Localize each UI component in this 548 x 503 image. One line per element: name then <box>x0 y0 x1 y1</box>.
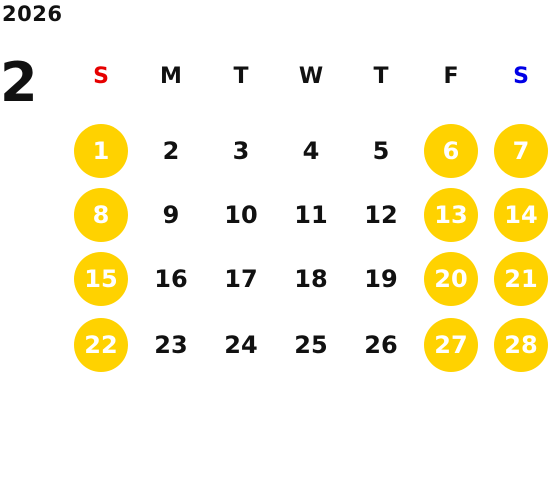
day-cell[interactable]: 24 <box>224 331 258 359</box>
day-cell[interactable]: 19 <box>364 265 398 293</box>
day-cell[interactable]: 1 <box>74 124 128 178</box>
weekday-label: F <box>443 64 459 89</box>
day-cell[interactable]: 16 <box>154 265 188 293</box>
day-cell[interactable]: 5 <box>372 137 390 165</box>
day-cell[interactable]: 28 <box>494 318 548 372</box>
day-cell[interactable]: 20 <box>424 252 478 306</box>
day-cell[interactable]: 12 <box>364 201 398 229</box>
day-cell[interactable]: 22 <box>74 318 128 372</box>
day-cell[interactable]: 23 <box>154 331 188 359</box>
weekday-label: M <box>160 64 182 89</box>
day-cell[interactable]: 6 <box>424 124 478 178</box>
month-label: 2 <box>0 51 38 114</box>
day-cell[interactable]: 13 <box>424 188 478 242</box>
day-cell[interactable]: 17 <box>224 265 258 293</box>
day-cell[interactable]: 4 <box>302 137 320 165</box>
day-cell[interactable]: 25 <box>294 331 328 359</box>
day-cell[interactable]: 10 <box>224 201 258 229</box>
day-cell[interactable]: 9 <box>162 201 180 229</box>
day-cell[interactable]: 2 <box>162 137 180 165</box>
day-cell[interactable]: 7 <box>494 124 548 178</box>
day-cell[interactable]: 14 <box>494 188 548 242</box>
year-label: 2026 <box>2 2 63 26</box>
day-cell[interactable]: 26 <box>364 331 398 359</box>
day-cell[interactable]: 15 <box>74 252 128 306</box>
day-cell[interactable]: 21 <box>494 252 548 306</box>
weekday-label: T <box>373 64 389 89</box>
weekday-label: W <box>298 64 324 89</box>
day-cell[interactable]: 8 <box>74 188 128 242</box>
weekday-label: S <box>93 64 109 89</box>
weekday-label: S <box>513 64 529 89</box>
day-cell[interactable]: 18 <box>294 265 328 293</box>
day-cell[interactable]: 3 <box>232 137 250 165</box>
day-cell[interactable]: 27 <box>424 318 478 372</box>
day-cell[interactable]: 11 <box>294 201 328 229</box>
weekday-label: T <box>233 64 249 89</box>
